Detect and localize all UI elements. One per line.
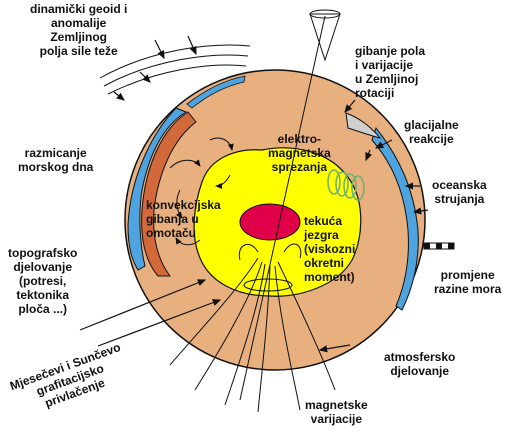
label-magnetic-variation: magnetske varijacije bbox=[305, 398, 368, 426]
label-geoid: dinamički geoid i anomalije Zemljinog po… bbox=[30, 2, 128, 58]
ice-cap bbox=[345, 112, 382, 139]
convection-arrows bbox=[169, 137, 234, 246]
label-seafloor-spreading: razmicanje morskog dna bbox=[18, 146, 94, 174]
rotation-axis bbox=[239, 9, 341, 401]
ocean-layer-left bbox=[127, 107, 188, 271]
label-atmosphere: atmosfersko djelovanje bbox=[384, 350, 456, 378]
label-sea-level: promjene razine mora bbox=[434, 268, 502, 296]
external-arrows bbox=[79, 35, 429, 353]
sea-level-gauge bbox=[423, 242, 455, 250]
label-pole-motion: gibanje pola i varijacije u Zemljinoj ro… bbox=[355, 44, 426, 100]
ocean-layer-top bbox=[186, 75, 246, 109]
label-ocean-currents: oceanska strujanja bbox=[432, 178, 487, 206]
label-em-coupling: elektro- magnetska sprezanja bbox=[268, 132, 331, 174]
label-liquid-core: tekuća jezgra (viskozni okretni moment) bbox=[304, 214, 356, 284]
geoid-field-lines bbox=[99, 44, 251, 95]
label-glacial: glacijalne reakcije bbox=[404, 118, 459, 146]
em-coupling-coil bbox=[327, 169, 365, 201]
inner-core bbox=[239, 203, 301, 241]
label-convection: konvekcijska gibanja u omotaču bbox=[146, 198, 221, 240]
label-topography: topografsko djelovanje (potresi, tektoni… bbox=[8, 246, 78, 316]
magnetic-field-lines bbox=[169, 243, 336, 413]
subducting-slab bbox=[141, 111, 197, 277]
ocean-layer-right bbox=[371, 126, 419, 311]
